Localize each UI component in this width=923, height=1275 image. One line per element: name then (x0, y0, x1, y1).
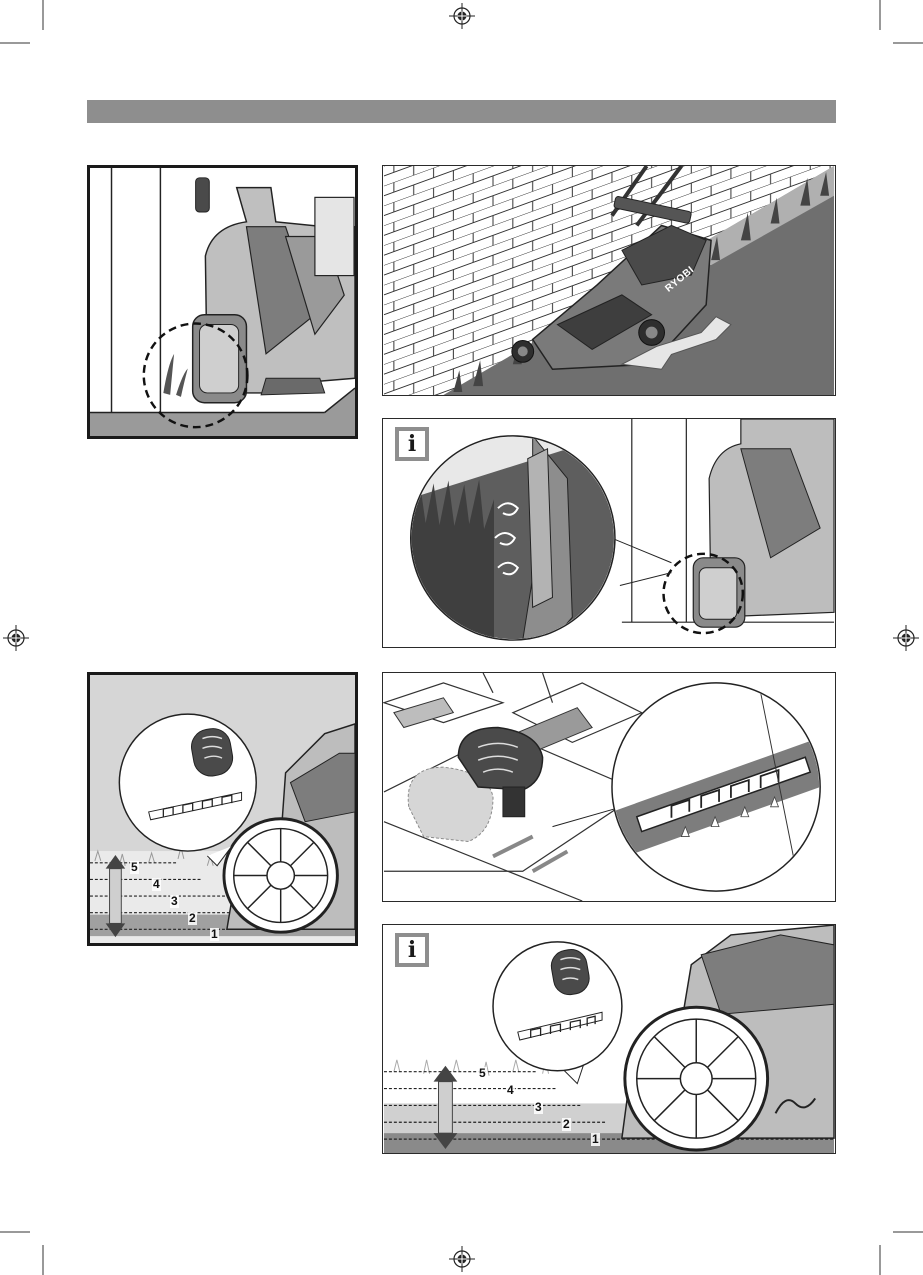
section-header-bar (87, 100, 836, 123)
figure-height-adjust-side: 5 4 3 2 1 (87, 672, 358, 946)
edge-cutting-closeup-illustration (383, 419, 835, 647)
wall-edge-illustration (90, 168, 355, 436)
registration-mark-left (3, 625, 29, 651)
height-level-label: 4 (506, 1084, 515, 1097)
height-level-label: 1 (210, 928, 219, 941)
registration-mark-top (449, 3, 475, 29)
height-level-label: 5 (478, 1067, 487, 1080)
height-level-label: 4 (152, 878, 161, 891)
height-level-label: 2 (562, 1118, 571, 1131)
figure-wall-edge-side (87, 165, 358, 439)
cutting-height-illustration (90, 675, 355, 943)
height-level-label: 3 (170, 895, 179, 908)
figure-height-lever-closeup (382, 672, 836, 902)
height-lever-illustration (383, 673, 835, 901)
brick-wall-mowing-illustration (383, 166, 835, 395)
registration-mark-bottom (449, 1246, 475, 1272)
cutting-height-levels-illustration (383, 925, 835, 1153)
info-icon: i (395, 933, 429, 967)
figure-info-wall-edge-closeup: i (382, 418, 836, 648)
figure-mower-along-wall: RYOBI (382, 165, 836, 396)
height-level-label: 3 (534, 1101, 543, 1114)
height-level-label: 2 (188, 912, 197, 925)
figure-info-cutting-heights: i 5 4 3 2 1 (382, 924, 836, 1154)
height-level-label: 1 (591, 1133, 600, 1146)
registration-mark-right (893, 625, 919, 651)
height-level-label: 5 (130, 861, 139, 874)
info-icon: i (395, 427, 429, 461)
